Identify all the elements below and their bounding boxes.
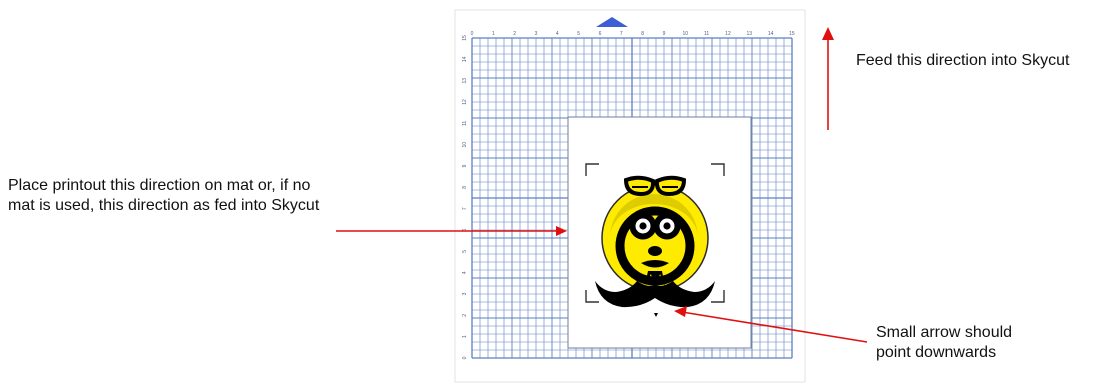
ruler-tick-label: 0 <box>471 31 474 37</box>
ruler-tick-label: 11 <box>704 31 709 37</box>
ruler-tick-label: 1 <box>492 31 495 37</box>
small-arrow-pointer-head-icon <box>674 306 687 317</box>
ruler-tick-label: 9 <box>462 164 468 167</box>
ruler-tick-label: 5 <box>577 31 580 37</box>
annotation-arrows <box>336 27 868 343</box>
ruler-tick-label: 14 <box>768 31 774 37</box>
small-arrow-label: Small arrow should point downwards <box>876 324 1013 361</box>
feed-direction-arrowhead-icon <box>822 27 834 40</box>
ruler-tick-label: 3 <box>535 31 538 37</box>
ruler-tick-label: 4 <box>462 271 468 274</box>
mat-feed-arrow-icon <box>596 17 628 27</box>
ruler-tick-label: 13 <box>462 78 468 84</box>
goggles <box>623 175 687 197</box>
ruler-tick-label: 2 <box>513 31 516 37</box>
ruler-tick-label: 2 <box>462 314 468 317</box>
small-direction-arrow-icon <box>654 313 658 317</box>
ruler-tick-label: 5 <box>462 250 468 253</box>
ruler-tick-label: 6 <box>462 228 468 231</box>
ruler-tick-label: 1 <box>462 335 468 338</box>
mustache <box>595 281 715 308</box>
ruler-tick-label: 7 <box>462 207 468 210</box>
ruler-tick-label: 12 <box>462 99 468 105</box>
ruler-tick-label: 8 <box>641 31 644 37</box>
place-printout-arrowhead-icon <box>556 226 567 236</box>
ruler-tick-label: 7 <box>620 31 623 37</box>
ruler-tick-label: 3 <box>462 292 468 295</box>
ruler-tick-label: 12 <box>725 31 731 37</box>
ruler-tick-label: 6 <box>599 31 602 37</box>
ruler-tick-label: 14 <box>462 56 468 62</box>
ruler-tick-label: 13 <box>747 31 753 37</box>
place-printout-label: Place printout this direction on mat or,… <box>8 177 320 214</box>
ruler-tick-label: 8 <box>462 186 468 189</box>
ruler-tick-label: 15 <box>789 31 795 37</box>
ruler-tick-label: 15 <box>462 35 468 41</box>
character-image <box>595 175 715 308</box>
registration-marks <box>585 163 725 303</box>
ruler-tick-label: 10 <box>683 31 689 37</box>
feed-direction-label: Feed this direction into Skycut <box>856 52 1070 69</box>
ruler-tick-label: 10 <box>462 142 468 148</box>
ruler-tick-label: 11 <box>462 121 468 126</box>
ruler-tick-label: 0 <box>462 356 468 359</box>
ruler-tick-label: 9 <box>663 31 666 37</box>
ruler-tick-label: 4 <box>556 31 559 37</box>
small-arrow-pointer <box>681 311 868 343</box>
eyes <box>629 212 681 240</box>
